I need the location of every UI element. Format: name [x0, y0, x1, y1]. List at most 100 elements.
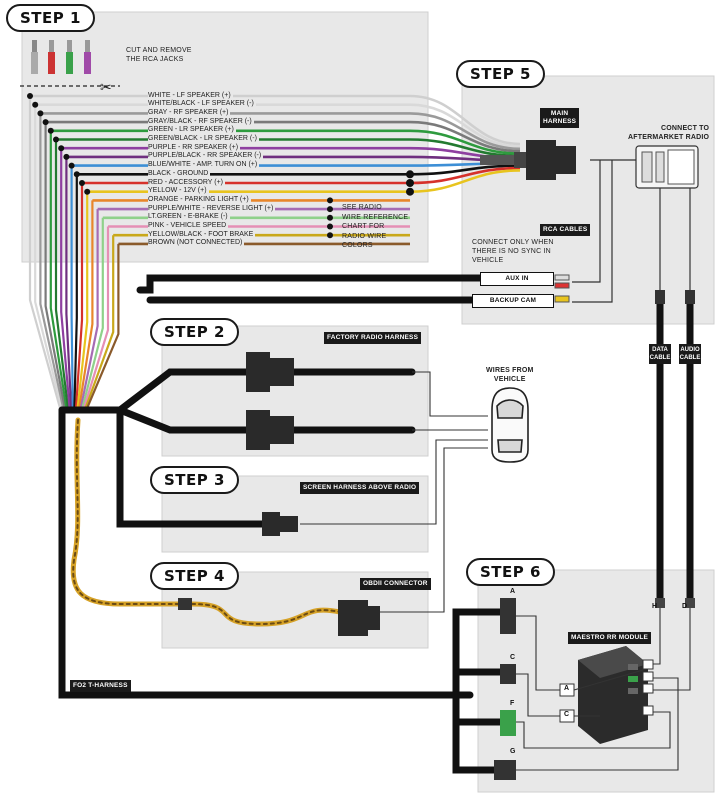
reference-dot — [327, 197, 333, 204]
screen-harness-tag: SCREEN HARNESS ABOVE RADIO — [300, 482, 420, 494]
wire-label: WHITE/BLACK - LF SPEAKER (-) — [148, 99, 256, 109]
wire-drop — [65, 156, 73, 409]
letter-f: F — [510, 700, 515, 707]
screen-harness-connector — [262, 512, 298, 536]
wire-cut-dot — [27, 93, 33, 99]
letter-g: G — [510, 748, 516, 755]
rca-cables-tag: RCA CABLES — [540, 224, 591, 236]
wire-cut-dot — [84, 188, 91, 195]
wire-drop — [86, 243, 120, 409]
step1-label: STEP 1 — [6, 4, 95, 32]
wire-drop — [82, 226, 110, 409]
factory-radio-tag: FACTORY RADIO HARNESS — [324, 332, 422, 344]
wire-drop — [84, 235, 115, 409]
wire-drop — [54, 139, 70, 409]
obdii-connector — [338, 600, 380, 636]
wire-drop — [76, 191, 89, 409]
wire-cut-dot — [63, 153, 70, 160]
wire-horizontal — [40, 112, 521, 151]
splice-dot — [406, 187, 414, 196]
step6-connector-c — [500, 664, 516, 684]
wire-cut-dot — [73, 171, 80, 178]
wire-cut-dot — [58, 145, 65, 152]
step3-label: STEP 3 — [150, 466, 239, 494]
wire-cut-dot — [53, 136, 59, 143]
wire-label: WHITE - LF SPEAKER (+) — [148, 90, 233, 100]
wire-horizontal — [87, 169, 521, 193]
vehicle-icon — [491, 387, 529, 463]
wire-drop — [39, 113, 65, 409]
maestro-tag: MAESTRO RR MODULE — [568, 632, 652, 644]
scissors-icon: ✂ — [100, 79, 112, 95]
wire-drop — [81, 217, 104, 409]
wire-cut-dot — [42, 119, 49, 126]
aftermarket-radio-icon — [635, 145, 699, 189]
wire-cut-dot — [79, 180, 85, 186]
wire-drop — [60, 148, 71, 409]
step6-connector-a — [500, 598, 516, 634]
backup-cam-tag: BACKUP CAM — [472, 294, 554, 308]
reference-dot — [327, 223, 333, 230]
wire-label: PURPLE/WHITE - REVERSE LIGHT (+) — [148, 203, 276, 213]
wire-drop — [34, 104, 63, 409]
letter-c: C — [510, 654, 516, 661]
letter-h: H — [652, 603, 658, 610]
wire-label: PURPLE - RR SPEAKER (+) — [148, 142, 241, 152]
fo2-tag: FO2 T-HARNESS — [70, 680, 131, 692]
step6-label: STEP 6 — [466, 558, 555, 586]
letter-d: D — [682, 603, 688, 610]
reference-dot — [327, 232, 333, 239]
data-cable-plug — [655, 290, 665, 304]
plug-a-letter: A — [564, 685, 570, 692]
wire-horizontal — [35, 103, 521, 148]
wire-label: GREEN/BLACK - LR SPEAKER (-) — [148, 134, 259, 143]
wire-label: BLUE/WHITE - AMP. TURN ON (+) — [148, 160, 260, 170]
small-plugs — [559, 659, 654, 723]
wire-cut-dot — [68, 162, 75, 169]
wire-horizontal — [50, 129, 521, 155]
reference-dot — [327, 214, 333, 221]
step6-connector-g — [494, 760, 516, 780]
factory-radio-connector-2 — [246, 410, 294, 450]
wire-label: PINK - VEHICLE SPEED — [148, 221, 229, 230]
splice-dot — [406, 170, 414, 179]
wire-label: RED - ACCESSORY (+) — [148, 177, 226, 187]
wire-horizontal — [82, 166, 521, 185]
plug-c-letter: C — [564, 711, 570, 718]
wire-label: ORANGE - PARKING LIGHT (+) — [148, 194, 251, 204]
wire-label: GRAY/BLACK - RF SPEAKER (-) — [148, 116, 254, 126]
step2-label: STEP 2 — [150, 318, 239, 346]
wire-drop — [28, 96, 62, 409]
wire-label: GREEN - LR SPEAKER (+) — [148, 125, 236, 135]
wire-horizontal — [30, 94, 521, 146]
step6-connector-f — [500, 710, 516, 736]
step5-label: STEP 5 — [456, 60, 545, 88]
obdii-tag: OBDII CONNECTOR — [360, 578, 431, 590]
wire-cut-dot — [47, 127, 54, 134]
wire-label: YELLOW/BLACK - FOOT BRAKE — [148, 229, 256, 239]
wire-cut-dot — [32, 101, 39, 108]
aux-rca-plugs — [554, 274, 570, 303]
wire-label: LT.GREEN - E-BRAKE (-) — [148, 212, 230, 222]
wire-label: BROWN (NOT CONNECTED) — [148, 238, 245, 248]
wire-label: YELLOW - 12V (+) — [148, 186, 209, 196]
audio-cable-plug — [685, 290, 695, 304]
step4-label: STEP 4 — [150, 562, 239, 590]
obdii-inline-connector — [178, 598, 192, 610]
letter-a: A — [510, 588, 516, 595]
obdii-twisted-wire — [70, 417, 343, 627]
wire-label: GRAY - RF SPEAKER (+) — [148, 107, 231, 117]
maestro-rr-module — [578, 646, 648, 744]
rca-jacks — [20, 40, 120, 87]
wire-drop — [44, 122, 66, 409]
aux-in-tag: AUX IN — [480, 272, 554, 286]
